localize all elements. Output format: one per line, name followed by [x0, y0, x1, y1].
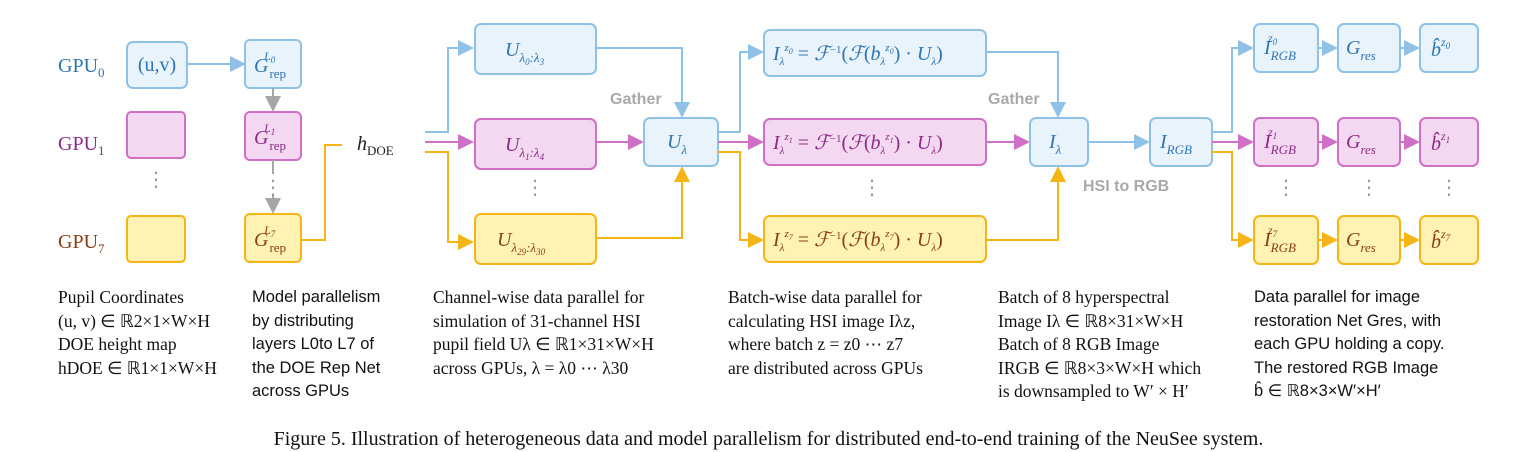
desc-restoration: Data parallel for image restoration Net … [1254, 286, 1444, 404]
desc-model-parallelism: Model parallelism by distributing layers… [252, 286, 380, 404]
desc-channel-wise: Channel-wise data parallel for simulatio… [433, 286, 654, 380]
desc-line: (u, v) ∈ ℝ2×1×W×H [58, 310, 211, 331]
ellipsis-col1: ⋮ [146, 167, 166, 191]
b-hat-z7-box [1419, 215, 1479, 265]
svg-text:⋮: ⋮ [862, 175, 882, 199]
g-res-label-1: Gres [1346, 131, 1376, 157]
desc-line: b̂ ∈ ℝ8×3×W′×H′ [1254, 382, 1381, 400]
gpu7-label: GPU7 [58, 231, 105, 256]
desc-line: calculating HSI image Iλz, [728, 310, 916, 331]
desc-line: are distributed across GPUs [728, 357, 923, 378]
desc-line: Channel-wise data parallel for [433, 287, 645, 307]
svg-text:⋮: ⋮ [525, 175, 545, 199]
desc-hyperspectral: Batch of 8 hyperspectral Image Iλ ∈ ℝ8×3… [998, 286, 1201, 404]
b-hat-z0-box [1419, 23, 1479, 73]
desc-line: IRGB ∈ ℝ8×3×W×H which [998, 357, 1202, 378]
u-l1-l4-box [474, 118, 597, 170]
i-z1-label: Iλz1 = ℱ−1(ℱ(bλz1) · Uλ) [772, 131, 943, 157]
svg-text:⋮: ⋮ [1439, 175, 1459, 199]
desc-line: Batch of 8 hyperspectral [998, 287, 1170, 307]
desc-line: The restored RGB Image [1254, 358, 1439, 377]
uv-label: (u,v) [138, 54, 176, 76]
svg-text:⋮: ⋮ [263, 175, 283, 199]
desc-line: across GPUs, λ = λ0 ⋯ λ30 [433, 357, 629, 378]
gather-label-2: Gather [988, 91, 1040, 108]
gpu0-label: GPU0 [58, 55, 105, 80]
svg-text:⋮: ⋮ [1359, 175, 1379, 199]
desc-line: hDOE ∈ ℝ1×1×W×H [58, 357, 217, 378]
desc-line: Batch of 8 RGB Image [998, 334, 1160, 354]
desc-line: the DOE Rep Net [252, 358, 381, 377]
i-z7-label: Iλz7 = ℱ−1(ℱ(bλz7) · Uλ) [772, 228, 943, 254]
svg-text:⋮: ⋮ [1276, 175, 1296, 199]
gather-label-1: Gather [610, 91, 662, 108]
desc-line: Batch-wise data parallel for [728, 287, 922, 307]
grep-l7-box [244, 213, 302, 263]
b-hat-z1-box [1419, 117, 1479, 167]
gpu1-label: GPU1 [58, 133, 105, 158]
h-doe-label: hDOE [357, 133, 394, 158]
desc-line: pupil field Uλ ∈ ℝ1×31×W×H [433, 334, 654, 354]
u-l0-l3-box [474, 23, 597, 75]
desc-line: Model parallelism [252, 288, 381, 306]
desc-line: Image Iλ ∈ ℝ8×31×W×H [998, 310, 1184, 331]
desc-line: layers L0to L7 of [252, 335, 374, 353]
desc-line: by distributing [252, 311, 354, 330]
desc-line: Pupil Coordinates [58, 287, 184, 307]
figure-caption: Figure 5. Illustration of heterogeneous … [273, 428, 1264, 450]
desc-line: across GPUs [252, 382, 350, 400]
desc-line: restoration Net Gres, with [1254, 311, 1442, 330]
gpu1-empty-box [126, 111, 186, 159]
desc-line: simulation of 31-channel HSI [433, 310, 641, 331]
desc-batch-wise: Batch-wise data parallel for calculating… [728, 286, 923, 380]
desc-line: Data parallel for image [1254, 288, 1420, 306]
desc-line: where batch z = z0 ⋯ z7 [728, 334, 904, 354]
hsi-to-rgb-label: HSI to RGB [1083, 178, 1169, 195]
desc-line: DOE height map [58, 334, 177, 354]
i-z0-label: Iλz0 = ℱ−1(ℱ(bλz0) · Uλ) [772, 42, 943, 68]
gpu7-empty-box [126, 215, 186, 263]
desc-line: each GPU holding a copy. [1254, 335, 1445, 353]
desc-line: is downsampled to W′ × H′ [998, 381, 1189, 401]
desc-pupil-coordinates: Pupil Coordinates (u, v) ∈ ℝ2×1×W×H DOE … [58, 286, 217, 380]
